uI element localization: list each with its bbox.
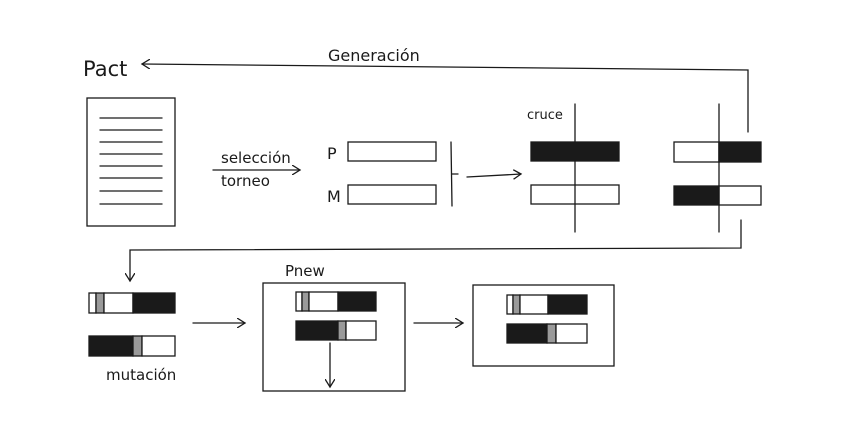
pnew-chromosome-2	[295, 320, 377, 341]
offspring-1	[673, 141, 762, 163]
mutation-chromosome-2	[88, 335, 176, 357]
offspring-2	[673, 185, 762, 206]
generation-loop-line	[142, 64, 749, 133]
pnew-chromosome-1	[295, 291, 377, 312]
parent-m-chromosome	[347, 184, 437, 205]
to-crossover-arrow	[466, 174, 521, 177]
pact-label: Pact	[83, 57, 127, 81]
pnew-label: Pnew	[285, 262, 325, 280]
torneo-label: torneo	[221, 172, 270, 190]
parents-brace	[450, 141, 459, 207]
generacion-label: Generación	[328, 46, 420, 65]
final-chromosome-2	[506, 323, 588, 344]
cruce-label: cruce	[527, 108, 563, 123]
mutation-chromosome-1	[88, 292, 176, 314]
parent-p-chromosome	[347, 141, 437, 162]
mutacion-label: mutación	[106, 366, 176, 384]
to-mutation-connector	[130, 219, 742, 281]
parent-p-label: P	[327, 144, 337, 163]
parent-m-label: M	[327, 187, 341, 206]
pact-document	[86, 97, 176, 227]
final-chromosome-1	[506, 294, 588, 315]
seleccion-label: selección	[221, 149, 291, 167]
